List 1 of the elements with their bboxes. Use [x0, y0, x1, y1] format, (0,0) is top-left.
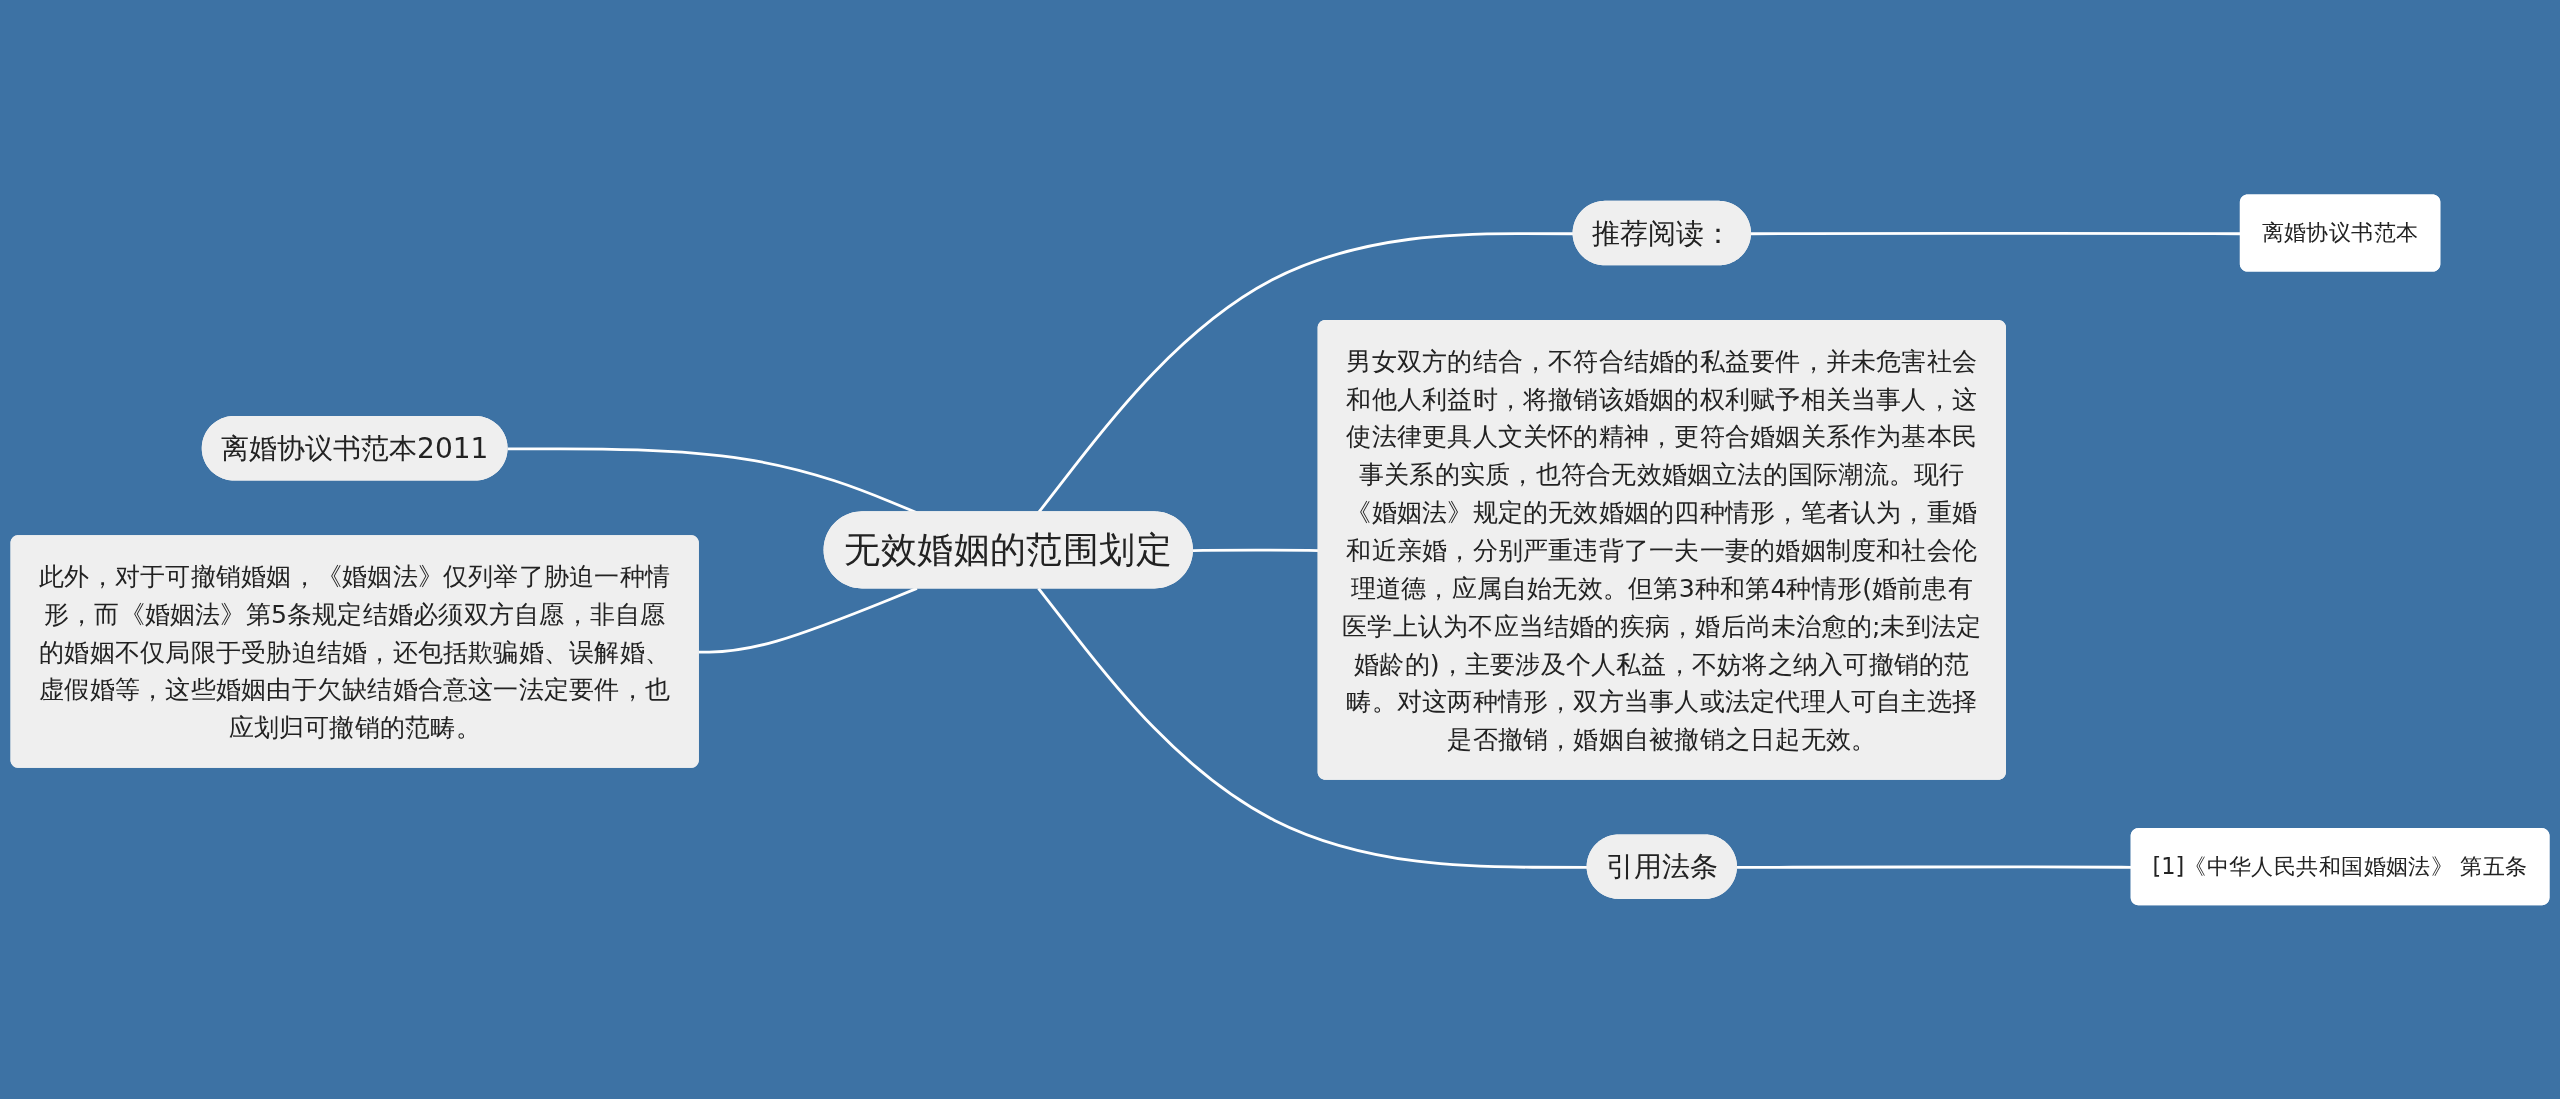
connector: [698, 586, 918, 654]
